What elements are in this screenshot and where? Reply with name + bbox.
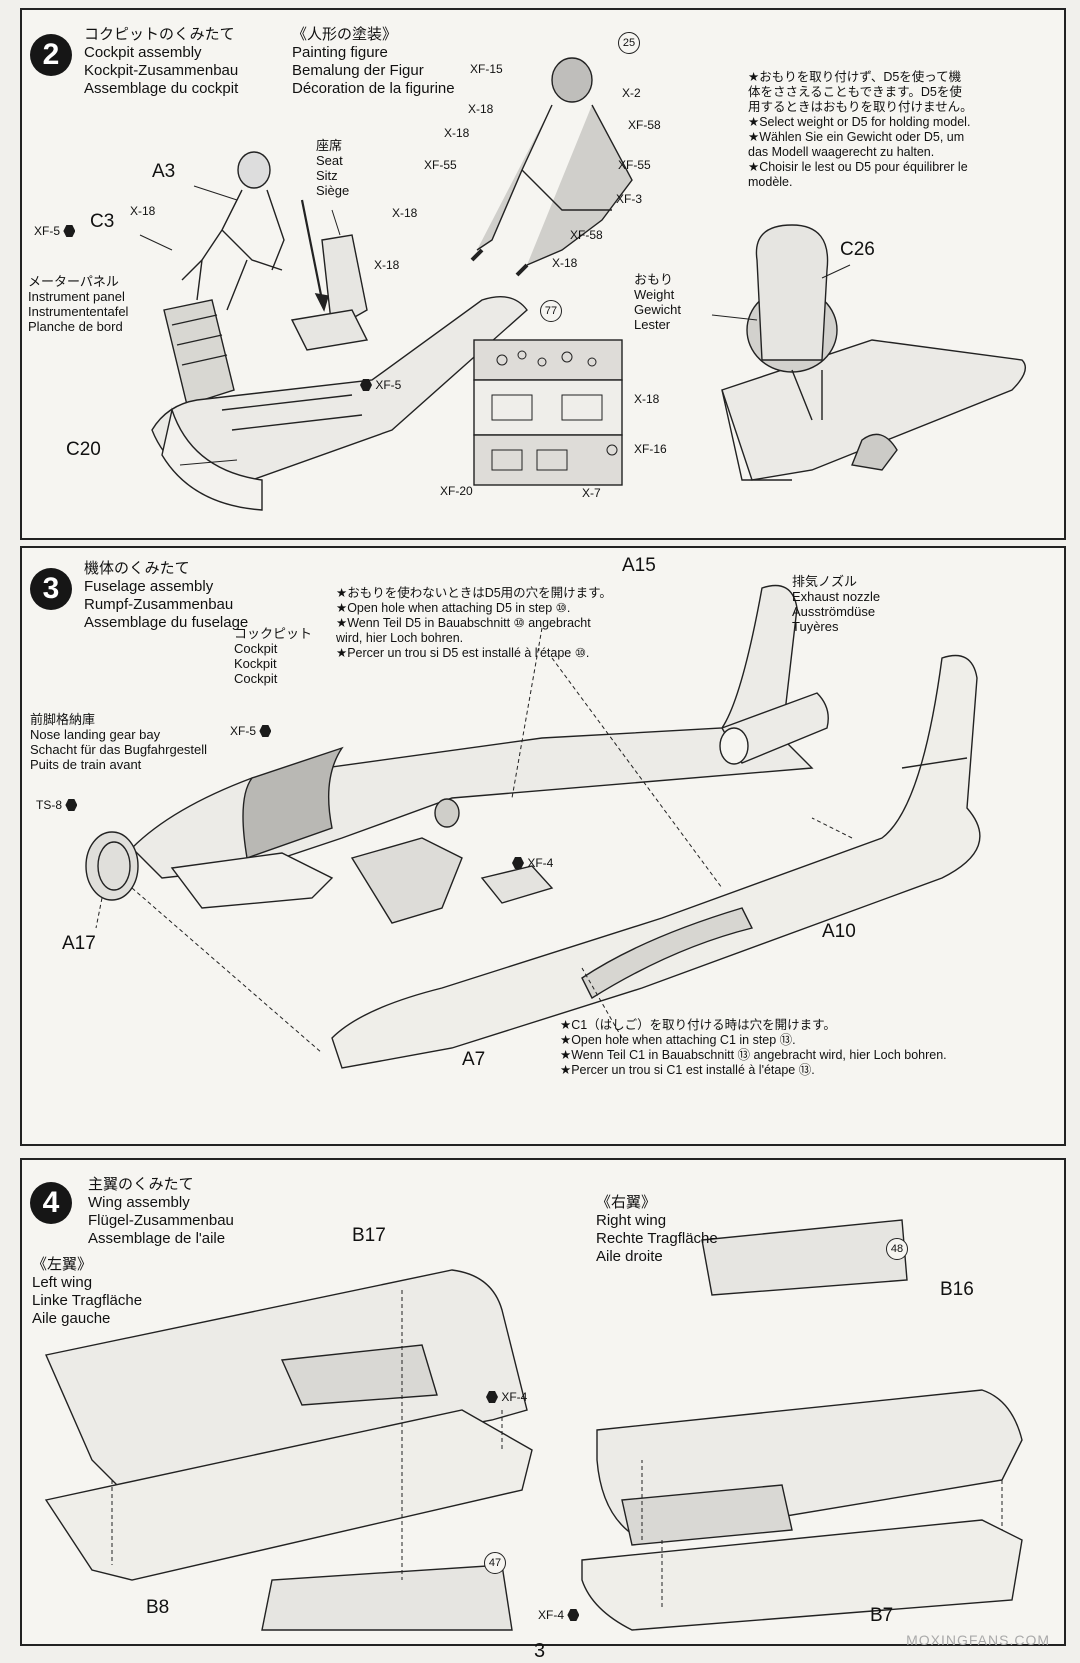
exhaust-nozzle-label: 排気ノズル Exhaust nozzle Ausströmdüse Tuyère…	[792, 574, 881, 634]
reference-badge: 48	[886, 1238, 908, 1260]
color-code: XF-5	[360, 378, 401, 392]
color-code: X-18	[392, 206, 418, 220]
step-number: 3	[30, 568, 72, 610]
weight-label: おもり Weight Gewicht Lester	[634, 272, 681, 332]
step-number: 2	[30, 34, 72, 76]
color-code: X-18	[374, 258, 400, 272]
step-2-panel: 2 コクピットのくみたて Cockpit assembly Kockpit-Zu…	[20, 8, 1066, 540]
title-fr: Assemblage du cockpit	[84, 80, 239, 97]
part-label-c20: C20	[66, 439, 101, 460]
title-fr: Assemblage de l'aile	[88, 1230, 226, 1247]
color-code: XF-5	[34, 224, 76, 238]
color-code: XF-3	[616, 192, 643, 206]
title-jp: 主翼のくみたて	[88, 1176, 194, 1193]
figure-title-fr: Décoration de la figurine	[292, 80, 455, 97]
paint-hex-icon	[259, 725, 272, 737]
step-title: 機体のくみたて Fuselage assembly Rumpf-Zusammen…	[84, 560, 248, 632]
wing-assembly-diagram	[44, 1219, 1023, 1631]
cockpit-assembly-diagram	[139, 57, 1026, 511]
color-code: X-2	[622, 86, 641, 100]
title-de: Rumpf-Zusammenbau	[84, 596, 234, 613]
instrument-panel-label: メーターパネル Instrument panel Instrumententaf…	[28, 274, 129, 334]
color-code: XF-16	[634, 442, 667, 456]
part-label-b7: B7	[870, 1605, 894, 1626]
figure-painting-title: 《人形の塗装》 Painting figure Bemalung der Fig…	[292, 26, 455, 98]
color-code: XF-4	[538, 1608, 580, 1622]
color-code: XF-4	[512, 856, 553, 870]
reference-badge: 47	[484, 1552, 506, 1574]
title-de: Flügel-Zusammenbau	[88, 1212, 234, 1229]
cockpit-label: コックピット Cockpit Kockpit Cockpit	[234, 626, 313, 686]
figure-title-en: Painting figure	[292, 44, 388, 61]
part-label-c3: C3	[90, 211, 115, 232]
color-code: X-18	[130, 204, 156, 218]
paint-hex-icon	[65, 799, 78, 811]
step-3-panel: 3 機体のくみたて Fuselage assembly Rumpf-Zusamm…	[20, 546, 1066, 1146]
color-code: X-18	[634, 392, 660, 406]
watermark: MOXINGFANS.COM	[906, 1632, 1050, 1648]
part-label-b17: B17	[352, 1225, 386, 1246]
color-code: XF-20	[440, 484, 473, 498]
figure-title-jp: 《人形の塗装》	[292, 26, 398, 43]
color-code: XF-58	[628, 118, 661, 132]
part-label-a15: A15	[622, 555, 656, 576]
c1-hole-note: ★C1（はしご）を取り付ける時は穴を開けます。 ★Open hole when …	[560, 1018, 947, 1077]
left-wing-label: 《左翼》 Left wing Linke Tragfläche Aile gau…	[32, 1256, 143, 1327]
paint-hex-icon	[567, 1609, 580, 1621]
paint-hex-icon	[63, 225, 76, 237]
color-code: X-18	[552, 256, 578, 270]
figure-title-de: Bemalung der Figur	[292, 62, 424, 79]
color-code: XF-58	[570, 228, 603, 242]
paint-hex-icon	[360, 379, 372, 391]
part-label-a3: A3	[152, 161, 176, 182]
title-en: Wing assembly	[88, 1194, 190, 1211]
page-number: 3	[534, 1640, 546, 1662]
color-code: XF-55	[424, 158, 457, 172]
color-code: XF-5	[230, 724, 272, 738]
color-code: X-18	[444, 126, 470, 140]
step-title: 主翼のくみたて Wing assembly Flügel-Zusammenbau…	[88, 1176, 234, 1248]
part-label-c26: C26	[840, 239, 875, 260]
right-wing-label: 《右翼》 Right wing Rechte Tragfläche Aile d…	[596, 1194, 718, 1265]
color-code: XF-15	[470, 62, 503, 76]
fuselage-assembly-diagram	[85, 584, 981, 1069]
color-code: TS-8	[36, 798, 78, 812]
part-label-b16: B16	[940, 1279, 974, 1300]
weight-note: ★おもりを取り付けず、D5を使って機 体をささえることもできます。D5を使 用す…	[748, 70, 973, 189]
nose-gear-bay-label: 前脚格納庫 Nose landing gear bay Schacht für …	[30, 712, 208, 772]
color-code: X-18	[468, 102, 494, 116]
part-label-a7: A7	[462, 1049, 486, 1070]
paint-hex-icon	[512, 857, 524, 869]
color-code: XF-4	[486, 1390, 527, 1404]
paint-hex-icon	[486, 1391, 498, 1403]
step-title: コクピットのくみたて Cockpit assembly Kockpit-Zusa…	[84, 26, 238, 98]
step-number: 4	[30, 1182, 72, 1224]
reference-badge: 25	[618, 32, 640, 54]
d5-hole-note: ★おもりを使わないときはD5用の穴を開けます。 ★Open hole when …	[336, 586, 612, 660]
title-fr: Assemblage du fuselage	[84, 614, 249, 631]
color-code: XF-55	[618, 158, 651, 172]
part-label-b8: B8	[146, 1597, 170, 1618]
step-4-panel: 4 主翼のくみたて Wing assembly Flügel-Zusammenb…	[20, 1158, 1066, 1646]
title-en: Fuselage assembly	[84, 578, 214, 595]
reference-badge: 77	[540, 300, 562, 322]
color-code: X-7	[582, 486, 601, 500]
title-jp: 機体のくみたて	[84, 560, 190, 577]
title-de: Kockpit-Zusammenbau	[84, 62, 239, 79]
part-label-a10: A10	[822, 921, 856, 942]
title-jp: コクピットのくみたて	[84, 26, 235, 43]
seat-label: 座席 Seat Sitz Siège	[316, 138, 350, 198]
part-label-a17: A17	[62, 933, 96, 954]
title-en: Cockpit assembly	[84, 44, 202, 61]
